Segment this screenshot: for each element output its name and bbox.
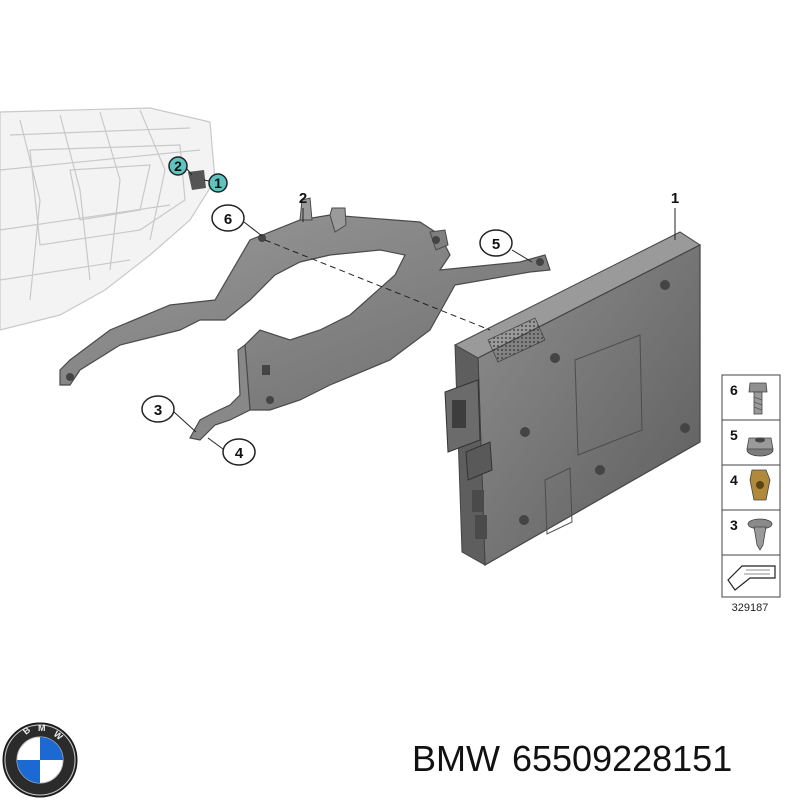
legend-panel: 6 5 4 3 <box>721 374 781 598</box>
svg-text:B: B <box>21 724 33 736</box>
svg-text:2: 2 <box>174 158 182 174</box>
alignment-line <box>264 239 491 331</box>
svg-text:5: 5 <box>492 236 500 253</box>
vehicle-mount-part <box>188 170 206 190</box>
diagram-arrow-icon <box>727 565 776 591</box>
callout-vehicle-2: 2 <box>168 156 188 176</box>
callout-vehicle-1: 1 <box>208 173 228 193</box>
svg-text:1: 1 <box>671 190 679 207</box>
clip-nut-icon <box>749 469 771 501</box>
legend-item-label: 5 <box>730 427 738 443</box>
expanding-rivet-icon <box>747 518 773 551</box>
callout-5: 5 <box>479 229 513 257</box>
callout-1: 1 <box>671 190 679 207</box>
diagram-id: 329187 <box>732 602 769 614</box>
svg-text:2: 2 <box>299 190 307 207</box>
svg-text:3: 3 <box>154 402 162 419</box>
legend-item-label: 6 <box>730 382 738 398</box>
svg-text:6: 6 <box>224 211 232 228</box>
part-number-caption: BMW 65509228151 <box>412 738 744 780</box>
callout-2: 2 <box>299 190 307 207</box>
callout-6: 6 <box>211 204 245 232</box>
svg-text:1: 1 <box>214 175 222 191</box>
leader-lines <box>173 208 676 450</box>
part-number: 65509228151 <box>511 738 733 779</box>
legend-item-label: 3 <box>730 517 738 533</box>
svg-text:4: 4 <box>235 445 244 462</box>
brand-name: BMW <box>412 738 500 779</box>
bolt-icon <box>748 382 768 415</box>
callout-4: 4 <box>222 438 256 466</box>
callout-3: 3 <box>141 395 175 423</box>
legend-item-label: 4 <box>730 472 738 488</box>
nut-icon <box>746 437 774 457</box>
svg-text:M: M <box>38 723 46 733</box>
control-module-part-1 <box>444 231 701 567</box>
vehicle-body-outline <box>0 107 216 331</box>
bmw-logo: B M W <box>2 722 78 798</box>
